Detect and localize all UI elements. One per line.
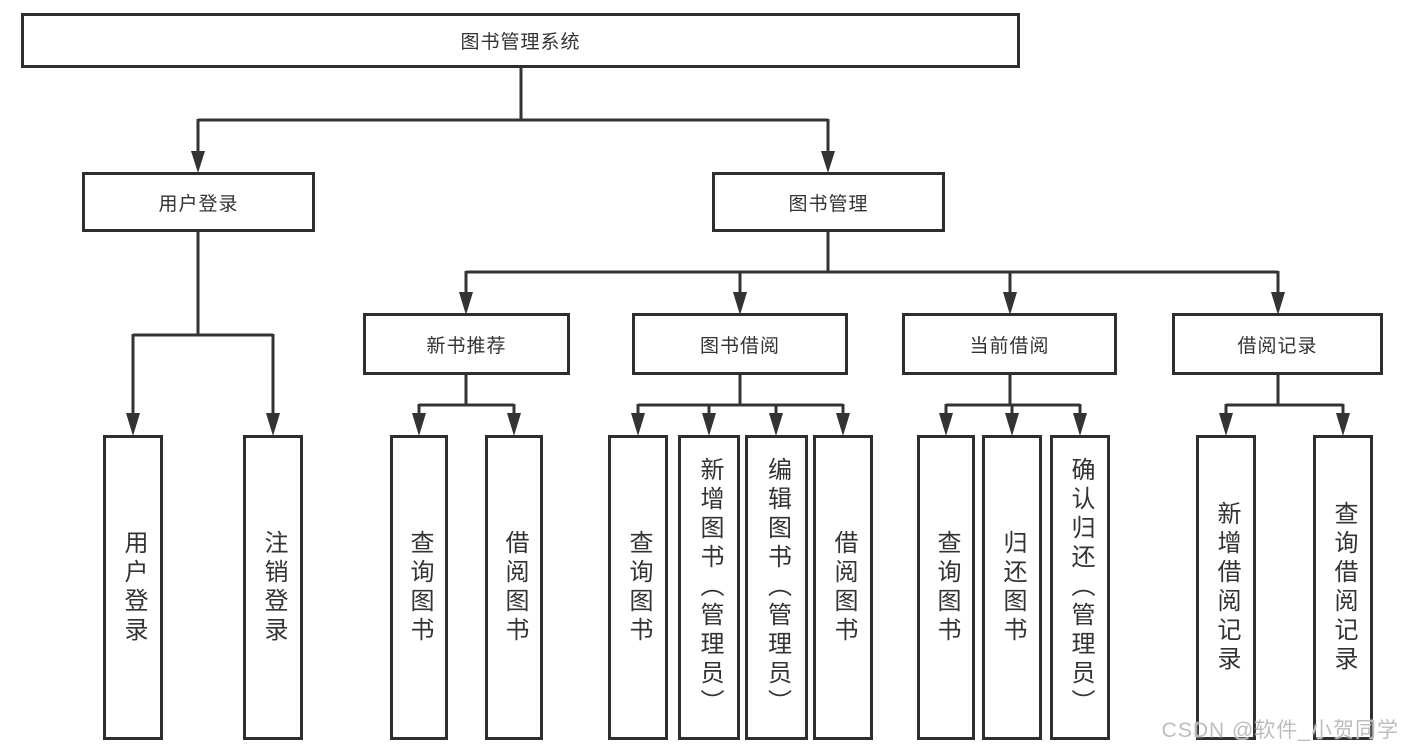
leaf-nbr-query-books-label: 查询图书 [406,529,433,646]
leaf-cb-query-books: 查询图书 [917,435,975,740]
leaf-bb-edit-books: 编辑图书（管理员） [745,435,808,740]
leaf-bb-query-books-label: 查询图书 [625,529,652,646]
node-borrowing-records: 借阅记录 [1172,313,1383,375]
leaf-cb-return-books-label: 归还图书 [999,529,1026,646]
leaf-nbr-query-books: 查询图书 [390,435,448,740]
leaf-bb-edit-books-label: 编辑图书（管理员） [763,457,791,718]
leaf-cb-return-books: 归还图书 [982,435,1042,740]
node-new-book-recommend-label: 新书推荐 [426,335,507,357]
node-root: 图书管理系统 [21,13,1020,68]
leaf-cb-confirm-return: 确认归还（管理员） [1050,435,1110,740]
leaf-bb-add-books-label: 新增图书（管理员） [696,457,723,718]
leaf-bb-borrow-books: 借阅图书 [813,435,873,740]
leaf-bb-query-books: 查询图书 [608,435,668,740]
node-current-borrowing: 当前借阅 [902,313,1117,375]
leaf-logout: 注销登录 [243,435,303,740]
leaf-cb-query-books-label: 查询图书 [933,529,960,646]
node-current-borrowing-label: 当前借阅 [969,335,1050,357]
node-book-management: 图书管理 [712,172,945,232]
leaf-br-query-record-label: 查询借阅记录 [1330,500,1357,675]
node-user-login-label: 用户登录 [158,193,239,215]
node-new-book-recommend: 新书推荐 [363,313,570,375]
node-book-management-label: 图书管理 [788,193,869,215]
leaf-user-login: 用户登录 [103,435,163,740]
arrowhead-icons [126,151,1350,436]
leaf-logout-label: 注销登录 [260,529,287,646]
leaf-br-query-record: 查询借阅记录 [1313,435,1373,740]
node-user-login: 用户登录 [82,172,315,232]
leaf-user-login-label: 用户登录 [120,529,147,646]
node-root-label: 图书管理系统 [460,32,581,53]
node-book-borrowing-label: 图书借阅 [699,335,780,357]
leaf-br-add-record: 新增借阅记录 [1196,435,1256,740]
leaf-cb-confirm-return-label: 确认归还（管理员） [1067,457,1094,718]
leaf-bb-add-books: 新增图书（管理员） [678,435,740,740]
leaf-br-add-record-label: 新增借阅记录 [1213,500,1240,675]
leaf-bb-borrow-books-label: 借阅图书 [830,529,857,646]
node-book-borrowing: 图书借阅 [632,313,848,375]
node-borrowing-records-label: 借阅记录 [1237,335,1318,357]
leaf-nbr-borrow-books-label: 借阅图书 [501,529,528,646]
watermark: CSDN @软件_小贺同学 [1161,719,1399,742]
leaf-nbr-borrow-books: 借阅图书 [485,435,543,740]
